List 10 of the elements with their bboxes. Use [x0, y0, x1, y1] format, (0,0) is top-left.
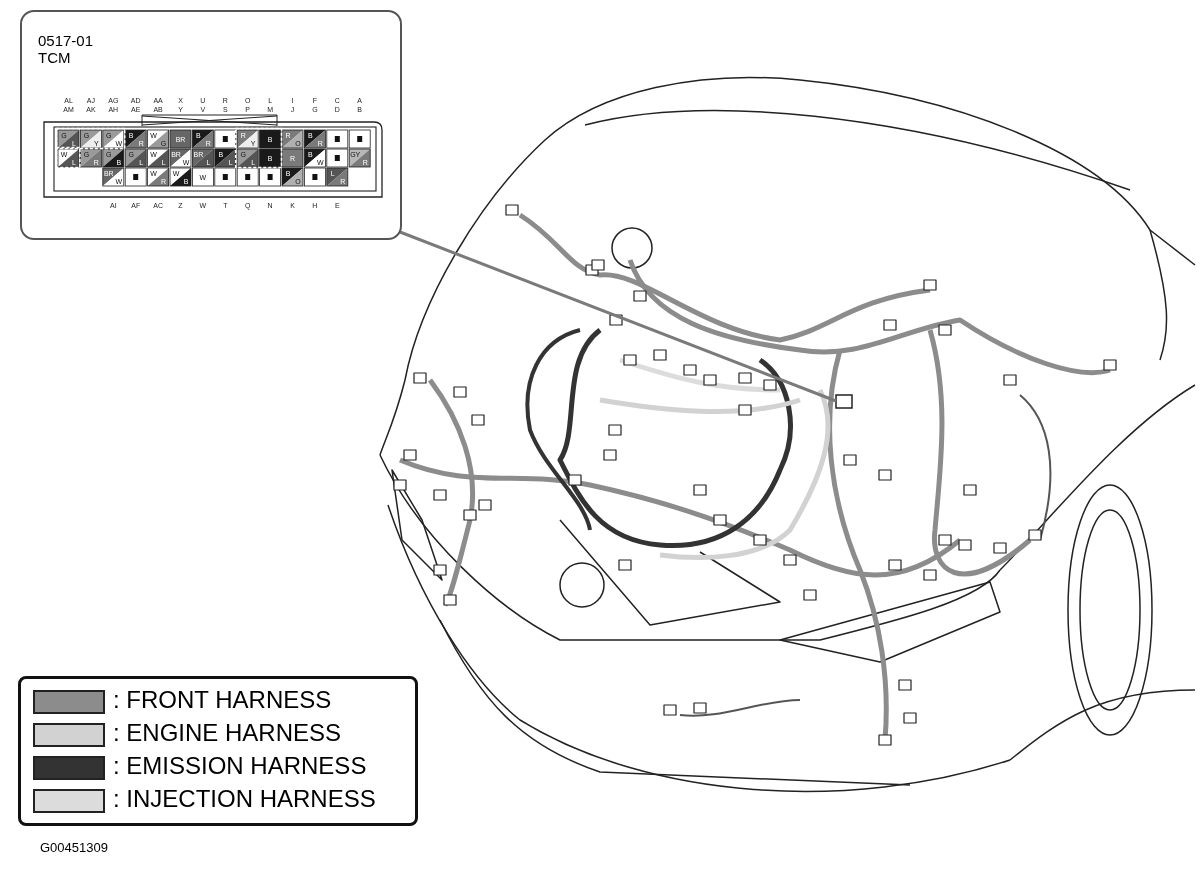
- leader-line: [399, 230, 837, 403]
- figure-code: G00451309: [40, 840, 108, 855]
- legend-label: : EMISSION HARNESS: [113, 751, 367, 781]
- legend-label: : FRONT HARNESS: [113, 685, 332, 715]
- code-number: 0517-01: [38, 32, 94, 49]
- legend-label: : ENGINE HARNESS: [113, 718, 342, 748]
- module-name: TCM: [38, 49, 71, 66]
- module-box: [835, 394, 853, 409]
- callout-panel: [20, 10, 402, 240]
- legend-label: : INJECTION HARNESS: [113, 784, 376, 814]
